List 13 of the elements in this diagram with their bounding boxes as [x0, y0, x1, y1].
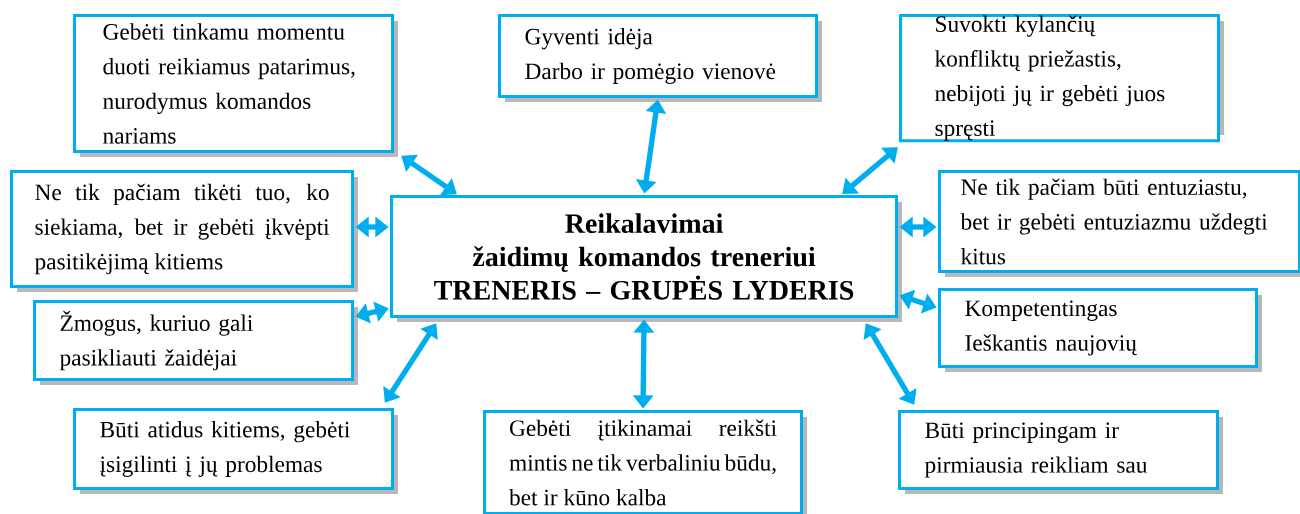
text-box: Ne tik pačiam būti entuziastu, bet ir gebėti entuziazmu uždegti kitus	[938, 170, 1300, 277]
text-box: Būti atidus kitiems, gebėti įsigilinti į jų problemas	[73, 408, 398, 494]
text-box: Kompetentingas Ieškantis naujovių	[938, 288, 1262, 372]
text-box: Gebėti įtikinamai reikšti mintis ne tik verbaliniu būdu, bet ir kūno kalba	[483, 410, 807, 514]
text-box: Suvokti kylančių konfliktų priežastis, nebijoti jų ir gebėti juos spręsti	[899, 14, 1224, 143]
text-box: Gyventi idėja Darbo ir pomėgio vienovė	[498, 14, 822, 102]
title-box: Reikalavimai žaidimų komandos treneriui TRENERIS – GRUPĖS LYDERIS	[390, 195, 902, 322]
double-arrow	[383, 323, 438, 403]
text-box: Būti principingam ir pirmiausia reikliam sau	[898, 410, 1223, 494]
text-box: Ne tik pačiam tikėti tuo, ko siekiama, bet ir gebėti įkvėpti pasitikėjimą kitiems	[10, 170, 358, 292]
text-box: Žmogus, kuriuo gali pasikliauti žaidėjai	[33, 300, 358, 385]
text-box: Gebėti tinkamu momentu duoti reikiamus patarimus, nurodymus komandos nariams	[73, 14, 398, 157]
double-arrow	[863, 323, 917, 405]
